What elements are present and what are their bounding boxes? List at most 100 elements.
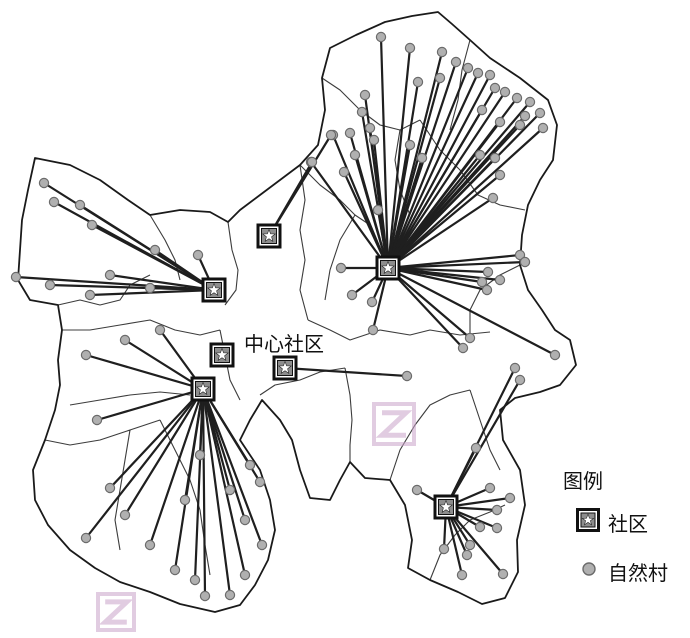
service-link	[108, 387, 205, 490]
village-point	[199, 590, 211, 602]
village-point	[482, 266, 494, 278]
village-point	[504, 492, 516, 504]
village-point	[464, 539, 476, 551]
village-point	[404, 42, 416, 54]
village-point	[494, 274, 506, 286]
district-border	[449, 39, 471, 131]
service-link	[201, 387, 247, 522]
village-point	[481, 284, 493, 296]
district-border	[57, 274, 151, 306]
village-point	[144, 539, 156, 551]
village-point	[256, 539, 268, 551]
service-link	[183, 387, 205, 502]
village-point	[476, 276, 488, 288]
village-point	[434, 72, 446, 84]
village-point	[412, 76, 424, 88]
village-point	[80, 532, 92, 544]
service-link	[386, 108, 484, 270]
service-link	[386, 253, 522, 270]
village-point	[404, 139, 416, 151]
community-marker	[433, 494, 459, 520]
district-border	[307, 319, 491, 341]
star-icon	[438, 499, 454, 514]
service-link	[386, 173, 502, 270]
village-point	[457, 342, 469, 354]
district-border	[159, 419, 211, 576]
district-border	[224, 221, 239, 306]
village-point	[549, 349, 561, 361]
village-point	[224, 484, 236, 496]
village-point	[375, 31, 387, 43]
service-link	[201, 387, 207, 598]
village-point	[325, 129, 337, 141]
service-link	[386, 153, 482, 270]
grey-dot-icon	[582, 562, 596, 576]
service-link	[342, 170, 390, 270]
district-border	[321, 77, 421, 131]
z-logo-icon	[96, 592, 136, 632]
community-marker	[201, 277, 227, 303]
service-link	[386, 266, 489, 292]
village-point	[91, 414, 103, 426]
village-point	[456, 569, 468, 581]
village-point	[349, 149, 361, 161]
village-point	[366, 296, 378, 308]
service-link	[386, 156, 497, 270]
village-point	[474, 521, 486, 533]
district-border	[324, 214, 356, 301]
community-marker	[256, 223, 282, 249]
village-point	[484, 69, 496, 81]
service-links	[14, 35, 557, 598]
service-link	[386, 266, 490, 274]
community-marker	[272, 355, 298, 381]
village-point	[537, 122, 549, 134]
service-link	[386, 143, 412, 270]
village-point	[74, 199, 86, 211]
village-point	[524, 96, 536, 108]
district-border	[114, 429, 131, 551]
village-point	[494, 116, 506, 128]
district-border	[62, 319, 221, 336]
z-logo-icon	[372, 402, 416, 446]
star-in-square-icon	[576, 508, 600, 532]
service-link	[386, 196, 495, 270]
village-point	[489, 152, 501, 164]
village-point	[450, 56, 462, 68]
village-point	[519, 110, 531, 122]
legend-title: 图例	[563, 469, 603, 493]
village-point	[194, 449, 206, 461]
village-point	[372, 204, 384, 216]
village-point	[464, 332, 476, 344]
service-link	[84, 353, 205, 391]
service-link	[386, 73, 492, 270]
village-point	[416, 152, 428, 164]
village-point	[244, 459, 256, 471]
district-border	[344, 367, 353, 462]
service-link	[386, 266, 557, 357]
service-link	[90, 223, 216, 292]
communities	[190, 223, 459, 520]
village-point	[80, 349, 92, 361]
service-link	[14, 275, 216, 292]
service-link	[386, 66, 470, 270]
village-point	[338, 166, 350, 178]
community-marker	[375, 255, 401, 281]
village-point	[344, 127, 356, 139]
village-point	[44, 279, 56, 291]
service-link	[123, 387, 205, 517]
service-link	[201, 387, 264, 547]
village-point	[306, 156, 318, 168]
village-point	[104, 482, 116, 494]
village-point	[169, 564, 181, 576]
village-point	[119, 334, 131, 346]
village-point	[239, 514, 251, 526]
community-marker	[209, 342, 235, 368]
district-border	[299, 164, 371, 226]
village-point	[119, 509, 131, 521]
service-link	[386, 71, 480, 270]
watermarks	[96, 402, 416, 632]
village-point	[462, 62, 474, 74]
star-icon	[261, 228, 277, 243]
